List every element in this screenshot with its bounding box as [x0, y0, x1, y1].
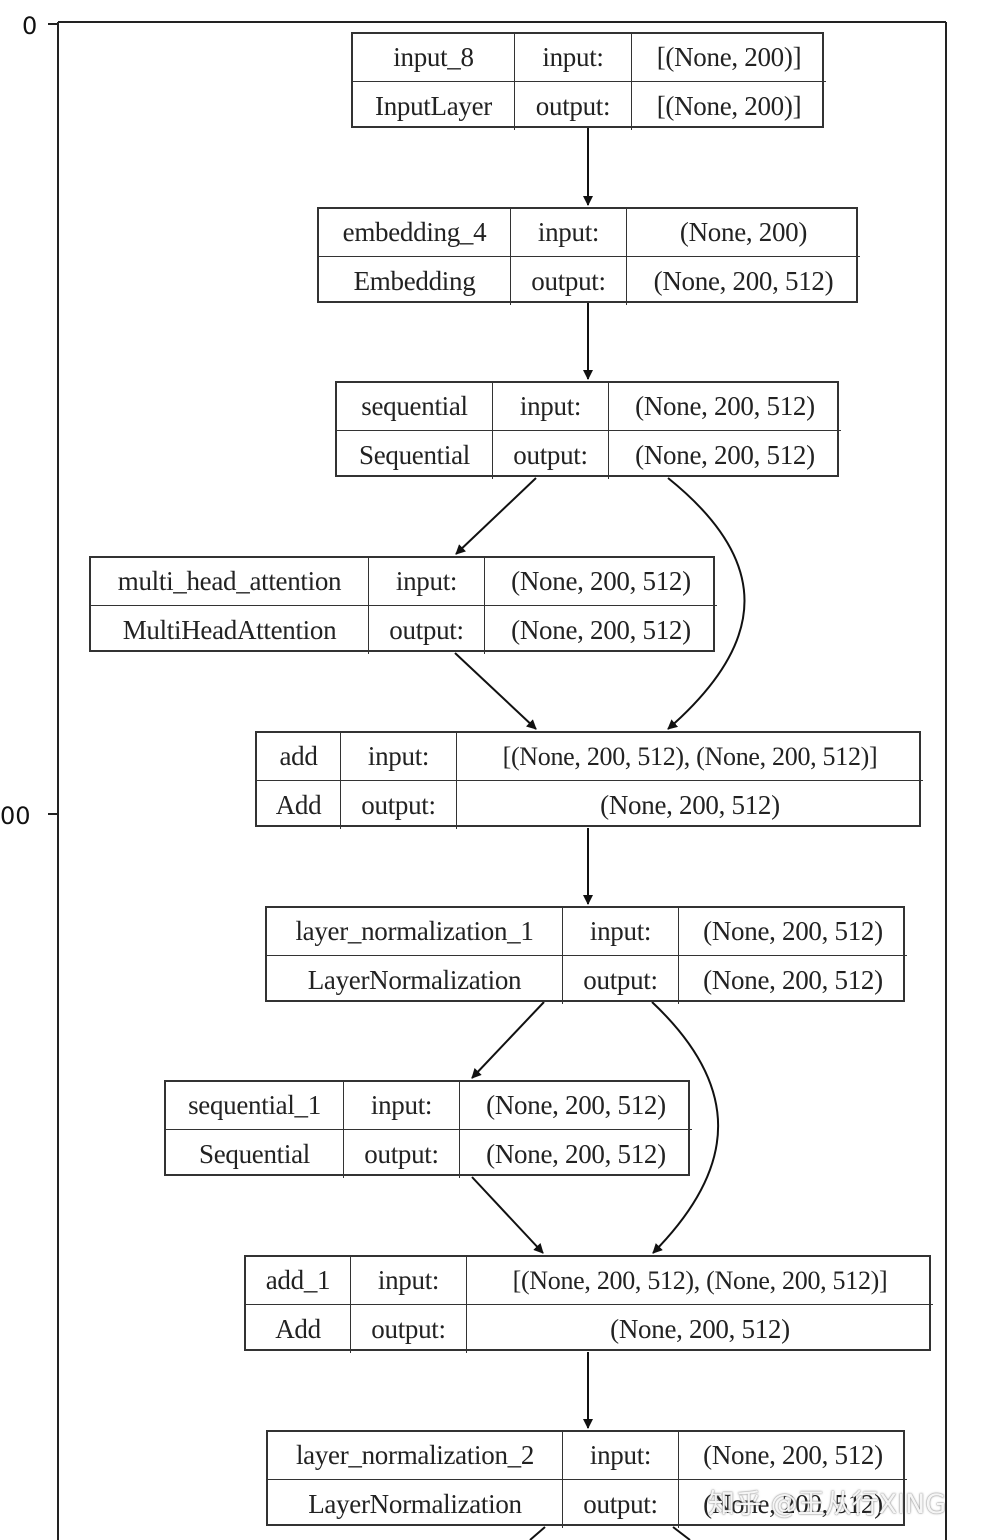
output-label: output:: [515, 82, 632, 130]
layer-name: add_1: [246, 1257, 351, 1305]
layer-type: Add: [246, 1305, 351, 1353]
edges-group: [454, 128, 746, 1540]
input-label: input:: [493, 383, 609, 431]
layer-type: Embedding: [319, 257, 511, 305]
input-shape: [(None, 200, 512), (None, 200, 512)]: [467, 1257, 933, 1305]
input-shape: (None, 200, 512): [609, 383, 841, 431]
edge-stub-1: [529, 1526, 546, 1540]
layer-name: multi_head_attention: [91, 558, 369, 606]
edge-sequential-to-multi-head-attention: [455, 477, 537, 555]
output-shape: (None, 200, 512): [610, 1313, 790, 1344]
layer-name: embedding_4: [319, 209, 511, 257]
input-label: input:: [515, 34, 632, 82]
input-label: input:: [351, 1257, 467, 1305]
layer-type: Sequential: [166, 1130, 344, 1178]
edge-layer-normalization-1-to-sequential-1: [471, 1001, 545, 1079]
output-shape: (None, 200, 512): [486, 1138, 666, 1169]
layer-type: Add: [257, 781, 341, 829]
y-tick-label-0: 0: [22, 12, 38, 40]
edge-sequential-to-add: [667, 477, 746, 730]
output-shape: (None, 200, 512): [511, 614, 691, 645]
input-shape: (None, 200): [627, 209, 860, 257]
output-label: output:: [341, 781, 457, 829]
watermark: 知乎 @王从行XING: [708, 1489, 947, 1520]
input-shape: (None, 200, 512): [679, 1432, 907, 1480]
plot-frame: [48, 21, 947, 1540]
input-label: input:: [344, 1082, 460, 1130]
output-shape: (None, 200, 512): [703, 1488, 883, 1519]
layer-name: layer_normalization_2: [268, 1432, 563, 1480]
output-label: output:: [493, 431, 609, 479]
output-label: output:: [351, 1305, 467, 1353]
layer-type: MultiHeadAttention: [91, 606, 369, 654]
output-label: output:: [563, 1480, 679, 1528]
output-shape: [(None, 200)]: [656, 90, 802, 121]
layer-type: LayerNormalization: [267, 956, 563, 1004]
output-label: output:: [369, 606, 485, 654]
output-shape: (None, 200, 512): [600, 789, 780, 820]
layer-name: input_8: [353, 34, 515, 82]
layer-name: layer_normalization_1: [267, 908, 563, 956]
output-shape: (None, 200, 512): [703, 964, 883, 995]
output-label: output:: [511, 257, 627, 305]
output-label: output:: [344, 1130, 460, 1178]
edge-sequential-1-to-add-1: [471, 1176, 544, 1254]
edge-layer-normalization-1-to-add-1: [651, 1001, 719, 1254]
layer-type: LayerNormalization: [268, 1480, 563, 1528]
input-label: input:: [369, 558, 485, 606]
edge-stub-2: [672, 1526, 691, 1540]
layer-name: add: [257, 733, 341, 781]
layer-type: Sequential: [337, 431, 493, 479]
output-label: output:: [563, 956, 679, 1004]
input-shape: (None, 200, 512): [679, 908, 907, 956]
output-shape: (None, 200, 512): [653, 265, 834, 296]
input-label: input:: [341, 733, 457, 781]
input-shape: [(None, 200)]: [632, 34, 826, 82]
input-shape: (None, 200, 512): [460, 1082, 692, 1130]
input-shape: [(None, 200, 512), (None, 200, 512)]: [457, 733, 923, 781]
layer-name: sequential: [337, 383, 493, 431]
edge-multi-head-attention-to-add: [454, 652, 537, 730]
output-shape: (None, 200, 512): [635, 439, 815, 470]
layer-type: InputLayer: [353, 82, 515, 130]
input-label: input:: [511, 209, 627, 257]
y-tick-label-500: 00: [0, 802, 31, 830]
layer-name: sequential_1: [166, 1082, 344, 1130]
input-shape: (None, 200, 512): [485, 558, 717, 606]
input-label: input:: [563, 1432, 679, 1480]
input-label: input:: [563, 908, 679, 956]
